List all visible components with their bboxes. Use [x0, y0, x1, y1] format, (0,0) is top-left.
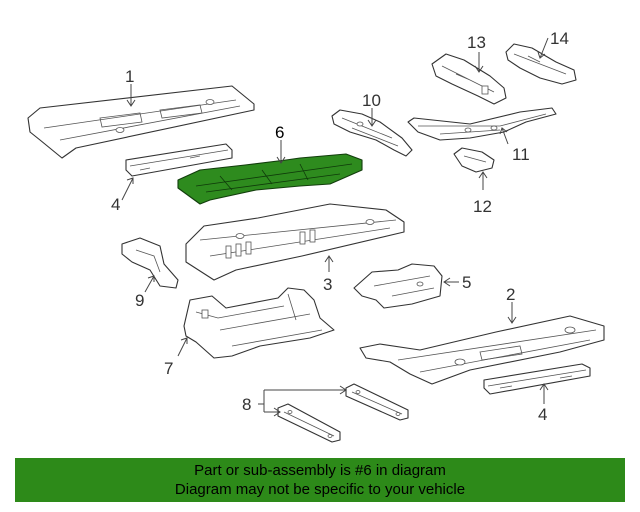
callout-13[interactable]: 13 — [467, 33, 486, 52]
part-1-front-floor-pan[interactable] — [27, 85, 255, 159]
arrow-8 — [273, 385, 347, 417]
arrow-2 — [507, 316, 517, 324]
part-4-sill-reinforcement-upper[interactable] — [125, 143, 233, 177]
arrow-13 — [474, 65, 484, 73]
arrow-12 — [478, 171, 488, 179]
arrow-4-lower — [539, 383, 549, 391]
callout-7[interactable]: 7 — [164, 359, 173, 378]
arrow-11 — [499, 127, 508, 135]
part-13-reinforcement[interactable] — [431, 53, 507, 105]
leader-11 — [501, 127, 509, 145]
leader-14 — [539, 37, 549, 59]
arrow-7 — [180, 337, 188, 344]
arrow-4-upper — [126, 177, 134, 184]
leader-9 — [144, 275, 155, 293]
footer-line-2: Diagram may not be specific to your vehi… — [174, 481, 466, 498]
callout-1[interactable]: 1 — [125, 67, 134, 86]
part-3-center-floor-pan[interactable] — [185, 203, 405, 281]
callout-9[interactable]: 9 — [135, 291, 144, 310]
leader-4-upper — [121, 177, 134, 201]
footer-banner: Part or sub-assembly is #6 in diagram Di… — [15, 458, 625, 502]
callout-4-upper[interactable]: 4 — [111, 195, 120, 214]
parts-diagram: 1 4 6 3 9 5 — [27, 29, 605, 443]
part-9-bracket[interactable] — [121, 237, 179, 289]
callout-12[interactable]: 12 — [473, 197, 492, 216]
part-2-rear-floor-pan[interactable] — [359, 315, 605, 385]
part-11-crossmember[interactable] — [407, 107, 557, 141]
part-5-bracket[interactable] — [353, 263, 443, 309]
arrow-1 — [126, 99, 136, 107]
footer-line-1: Part or sub-assembly is #6 in diagram — [194, 462, 446, 479]
part-8-bracket-lower[interactable] — [277, 403, 341, 443]
callout-14[interactable]: 14 — [550, 29, 569, 48]
callout-3[interactable]: 3 — [323, 275, 332, 294]
arrow-3 — [324, 255, 334, 263]
part-6-floor-crossmember[interactable] — [177, 153, 363, 205]
callout-2[interactable]: 2 — [506, 285, 515, 304]
arrow-10 — [367, 119, 377, 127]
arrow-5 — [443, 277, 451, 287]
part-10-bracket[interactable] — [331, 109, 413, 157]
part-8-bracket-upper[interactable] — [345, 383, 409, 421]
part-12-bracket[interactable] — [453, 147, 495, 173]
callout-10[interactable]: 10 — [362, 91, 381, 110]
arrow-6 — [276, 156, 286, 164]
callout-6[interactable]: 6 — [275, 123, 284, 142]
callout-5[interactable]: 5 — [462, 273, 471, 292]
callout-11[interactable]: 11 — [512, 145, 530, 164]
leader-7 — [177, 337, 188, 357]
part-14-reinforcement[interactable] — [505, 43, 577, 85]
callout-8[interactable]: 8 — [242, 395, 251, 414]
part-4-sill-reinforcement-lower[interactable] — [483, 363, 591, 395]
leader-8 — [258, 389, 346, 413]
callout-4-lower[interactable]: 4 — [538, 405, 547, 424]
arrow-9 — [147, 275, 155, 282]
part-7-rear-floor-member[interactable] — [183, 287, 335, 359]
arrow-14 — [537, 51, 546, 59]
